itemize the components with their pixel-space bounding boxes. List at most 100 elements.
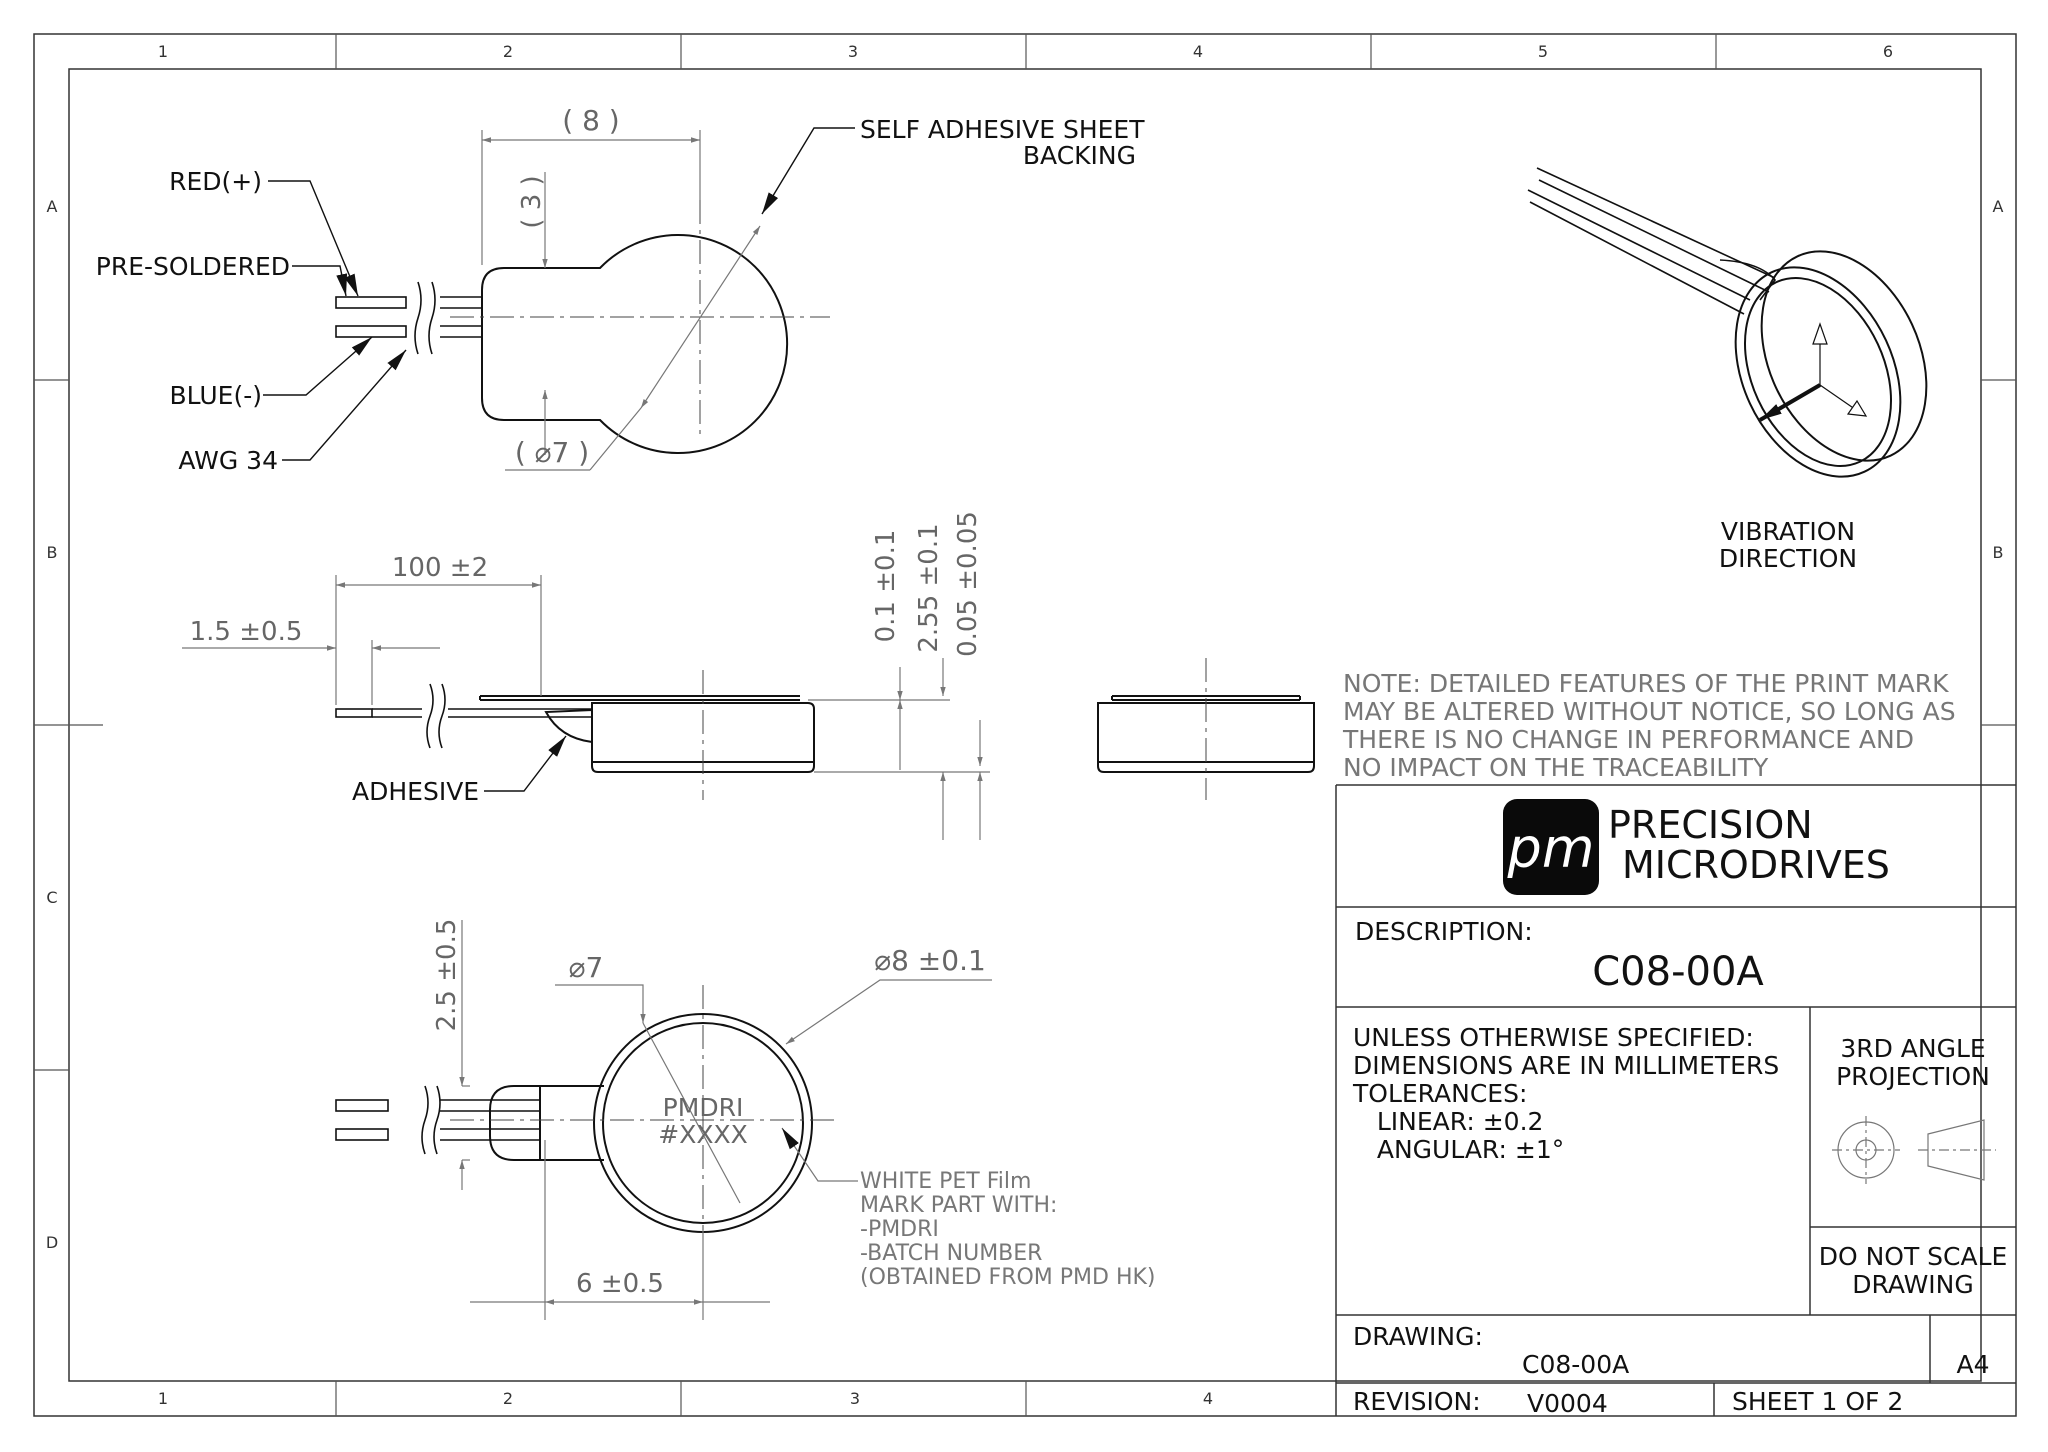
callout-awg: AWG 34 xyxy=(178,446,278,475)
title-block-grid xyxy=(1335,784,2016,1416)
projection-line2: PROJECTION xyxy=(1836,1062,1990,1091)
film-note-line4: -BATCH NUMBER xyxy=(860,1241,1042,1266)
spec-line1: UNLESS OTHERWISE SPECIFIED: xyxy=(1353,1023,1754,1052)
iso-body xyxy=(1734,250,1928,478)
callout-backing-line2: BACKING xyxy=(1023,141,1136,170)
iso-wires xyxy=(1527,167,1777,315)
top-view-centerlines xyxy=(450,200,830,435)
company-name-line2: MICRODRIVES xyxy=(1622,843,1890,887)
company-logo: pm xyxy=(1503,799,1599,895)
dim-top-diameter: ( ⌀7 ) xyxy=(515,436,589,469)
dim-sheet: 0.1 ±0.1 xyxy=(871,530,901,643)
note-line2: MAY BE ALTERED WITHOUT NOTICE, SO LONG A… xyxy=(1343,697,1956,726)
callout-adhesive: ADHESIVE xyxy=(352,777,479,806)
side-view-wire xyxy=(335,683,592,749)
zone-row-a-right: A xyxy=(1993,197,2004,216)
scale-line2: DRAWING xyxy=(1852,1270,1974,1299)
side-view-dimensions xyxy=(182,575,990,840)
description-label: DESCRIPTION: xyxy=(1355,917,1533,946)
zone-col-1: 1 xyxy=(158,42,168,61)
dim-total: 2.55 ±0.1 xyxy=(914,523,944,652)
bottom-view-dimensions xyxy=(459,920,992,1320)
dim-strip: 1.5 ±0.5 xyxy=(190,617,303,647)
company-name-line1: PRECISION xyxy=(1608,803,1813,847)
note-line3: THERE IS NO CHANGE IN PERFORMANCE AND xyxy=(1342,725,1914,754)
dim-outer-diameter: ⌀8 ±0.1 xyxy=(874,944,986,977)
spec-line3: TOLERANCES: xyxy=(1352,1079,1527,1108)
spec-line5: ANGULAR: ±1° xyxy=(1353,1135,1564,1164)
zone-col-4: 4 xyxy=(1193,42,1203,61)
side-view: 100 ±2 1.5 ±0.5 0.1 ±0.1 2.55 ±0.1 0.05 … xyxy=(182,511,990,840)
dim-lead-length: 100 ±2 xyxy=(392,553,488,583)
bottom-view-body xyxy=(489,1013,813,1233)
print-mark-line1: PMDRI xyxy=(663,1093,744,1122)
note-line4: NO IMPACT ON THE TRACEABILITY xyxy=(1343,753,1769,782)
spec-line4: LINEAR: ±0.2 xyxy=(1353,1107,1543,1136)
spec-line2: DIMENSIONS ARE IN MILLIMETERS xyxy=(1353,1051,1779,1080)
scale-line1: DO NOT SCALE xyxy=(1819,1242,2008,1271)
callout-backing-line1: SELF ADHESIVE SHEET xyxy=(860,115,1145,144)
zone-col-2-bottom: 2 xyxy=(503,1389,513,1408)
vibration-label-line1: VIBRATION xyxy=(1721,517,1855,546)
zone-col-5: 5 xyxy=(1538,42,1548,61)
zone-ticks xyxy=(34,34,2016,1416)
dim-inner-diameter: ⌀7 xyxy=(569,951,604,984)
iso-view: VIBRATION DIRECTION xyxy=(1527,167,1928,573)
film-note-line2: MARK PART WITH: xyxy=(860,1193,1057,1218)
vibration-arrows xyxy=(1758,322,1868,422)
drawing-label: DRAWING: xyxy=(1353,1322,1483,1351)
callout-presoldered: PRE-SOLDERED xyxy=(96,252,290,281)
zone-col-2: 2 xyxy=(503,42,513,61)
callout-blue: BLUE(-) xyxy=(170,381,262,410)
top-view-outline xyxy=(481,234,789,454)
revision-value: V0004 xyxy=(1527,1389,1608,1418)
projection-symbol-icon xyxy=(1832,1116,1996,1184)
vibration-label-line2: DIRECTION xyxy=(1719,544,1857,573)
top-view-callouts xyxy=(263,127,855,461)
logo-mark: pm xyxy=(1507,817,1595,880)
dim-offset: 6 ±0.5 xyxy=(576,1269,664,1299)
sheet-number: SHEET 1 OF 2 xyxy=(1732,1387,1903,1416)
bottom-view: 2.5 ±0.5 ⌀7 ⌀8 ±0.1 6 ±0.5 PMDRI #XXXX W… xyxy=(335,919,1156,1320)
side-view-right xyxy=(1097,658,1315,800)
bottom-view-centerlines xyxy=(450,985,840,1260)
description-value: C08-00A xyxy=(1592,949,1764,995)
zone-row-b: B xyxy=(47,543,58,562)
sheet-size: A4 xyxy=(1956,1350,1989,1379)
callout-red: RED(+) xyxy=(169,167,262,196)
film-note: WHITE PET Film MARK PART WITH: -PMDRI -B… xyxy=(860,1169,1156,1290)
zone-col-3-bottom: 3 xyxy=(850,1389,860,1408)
zone-labels: 1 2 3 4 5 6 1 2 3 4 A B C D A B xyxy=(46,42,2004,1408)
zone-col-4-bottom: 4 xyxy=(1203,1389,1213,1408)
drawing-value: C08-00A xyxy=(1522,1350,1629,1379)
print-mark-note: NOTE: DETAILED FEATURES OF THE PRINT MAR… xyxy=(1342,669,1956,782)
projection-line1: 3RD ANGLE xyxy=(1840,1034,1985,1063)
dim-top-height: ( 3 ) xyxy=(517,175,547,228)
dim-bottom-height: 2.5 ±0.5 xyxy=(432,919,462,1032)
top-view-wires xyxy=(335,281,482,355)
film-note-line1: WHITE PET Film xyxy=(860,1169,1031,1194)
film-note-line3: -PMDRI xyxy=(860,1217,939,1242)
title-block: pm PRECISION MICRODRIVES DESCRIPTION: C0… xyxy=(1335,784,2016,1418)
bottom-view-wires xyxy=(335,1085,540,1155)
zone-col-3: 3 xyxy=(848,42,858,61)
zone-col-1-bottom: 1 xyxy=(158,1389,168,1408)
zone-row-b-right: B xyxy=(1993,543,2004,562)
film-note-line5: (OBTAINED FROM PMD HK) xyxy=(860,1265,1156,1290)
dim-top-width: ( 8 ) xyxy=(562,104,619,137)
top-view: RED(+) PRE-SOLDERED BLUE(-) AWG 34 ( 8 )… xyxy=(96,104,1145,475)
revision-label: REVISION: xyxy=(1353,1387,1481,1416)
zone-row-c: C xyxy=(46,888,57,907)
zone-row-a: A xyxy=(47,197,58,216)
side-view-body xyxy=(479,695,815,773)
zone-row-d: D xyxy=(46,1233,58,1252)
side-view-callout xyxy=(484,735,567,792)
print-mark-line2: #XXXX xyxy=(658,1120,747,1149)
zone-col-6: 6 xyxy=(1883,42,1893,61)
tolerance-spec: UNLESS OTHERWISE SPECIFIED: DIMENSIONS A… xyxy=(1352,1023,1779,1164)
note-line1: NOTE: DETAILED FEATURES OF THE PRINT MAR… xyxy=(1343,669,1949,698)
dim-backing: 0.05 ±0.05 xyxy=(953,511,983,657)
top-view-dimensions xyxy=(481,130,761,471)
